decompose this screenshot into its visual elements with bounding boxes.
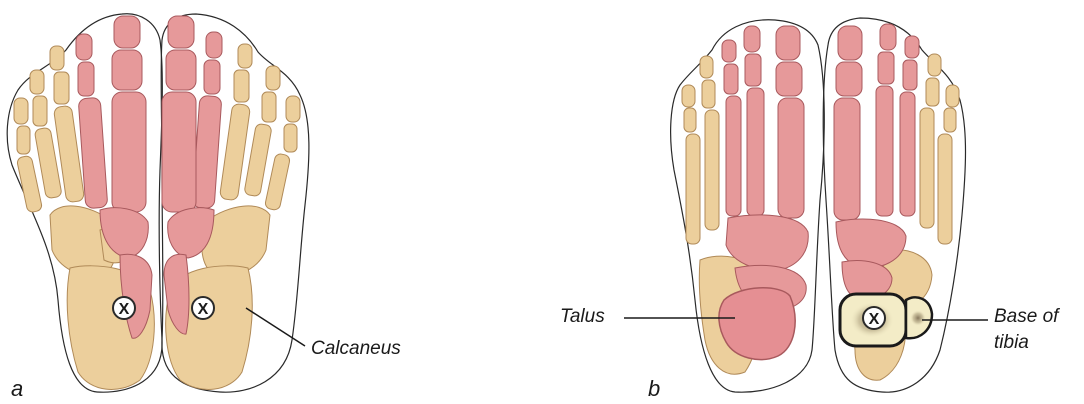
talus-label: Talus — [560, 306, 605, 328]
panel-a-left-marker: X — [113, 297, 135, 319]
calcaneus-label: Calcaneus — [311, 338, 401, 360]
left-lateral-toes — [14, 46, 85, 213]
base-of-tibia-label-line2: tibia — [994, 332, 1029, 354]
base-of-tibia-label-line1: Base of — [994, 306, 1058, 328]
panel-a-left-foot — [7, 14, 162, 392]
panel-a-letter: a — [11, 376, 23, 402]
svg-text:X: X — [869, 311, 880, 328]
panel-b-marker: X — [863, 307, 885, 329]
talus-bone — [719, 288, 795, 360]
right-lateral-toes — [219, 44, 300, 211]
panel-b-letter: b — [648, 376, 660, 402]
panel-a-right-foot — [161, 14, 309, 392]
panel-b-left-foot — [671, 20, 825, 392]
tibia-cross-section — [840, 294, 932, 346]
panel-a-right-marker: X — [192, 297, 214, 319]
svg-text:X: X — [119, 301, 130, 318]
panel-b-right-foot — [823, 18, 965, 392]
svg-text:X: X — [198, 301, 209, 318]
calcaneus-leader-line — [246, 308, 305, 346]
